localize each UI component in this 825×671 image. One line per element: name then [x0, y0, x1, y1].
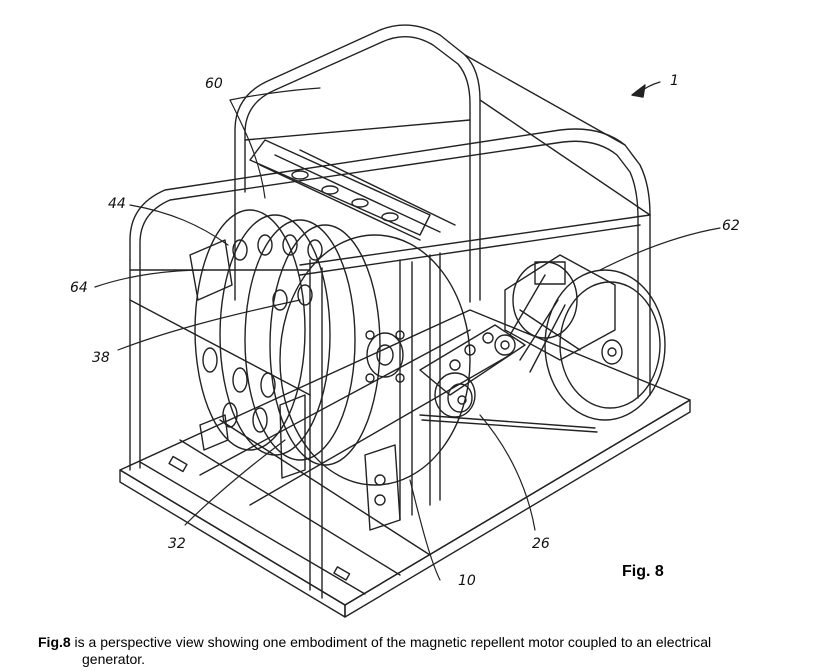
ref-38: 38 — [92, 350, 110, 366]
ref-64: 64 — [70, 280, 88, 296]
large-pulley — [510, 270, 665, 420]
ref-26: 26 — [532, 536, 550, 552]
bottom-brackets — [200, 415, 400, 530]
figure-caption: Fig.8 is a perspective view showing one … — [38, 634, 798, 668]
caption-line1: is a perspective view showing one embodi… — [70, 634, 712, 650]
caption-line2: generator. — [82, 651, 146, 667]
reference-numerals: 1 60 44 64 62 38 32 26 10 — [70, 73, 740, 589]
ref-62: 62 — [722, 218, 740, 234]
caption-lead: Fig.8 — [38, 634, 71, 650]
ref-10: 10 — [458, 573, 476, 589]
tensioner-plate — [420, 325, 525, 395]
rotor-discs — [190, 210, 470, 485]
figure-label: Fig. 8 — [622, 563, 664, 580]
base-plate — [120, 310, 690, 617]
arrow-head — [632, 85, 645, 97]
leader-lines — [95, 82, 720, 580]
top-mount — [250, 140, 430, 235]
small-pulley — [420, 373, 597, 432]
tube-frame — [130, 25, 650, 598]
ref-32: 32 — [168, 536, 186, 552]
ref-1: 1 — [670, 73, 679, 89]
ref-44: 44 — [108, 196, 126, 212]
side-plate — [280, 395, 305, 478]
ref-60: 60 — [205, 76, 223, 92]
